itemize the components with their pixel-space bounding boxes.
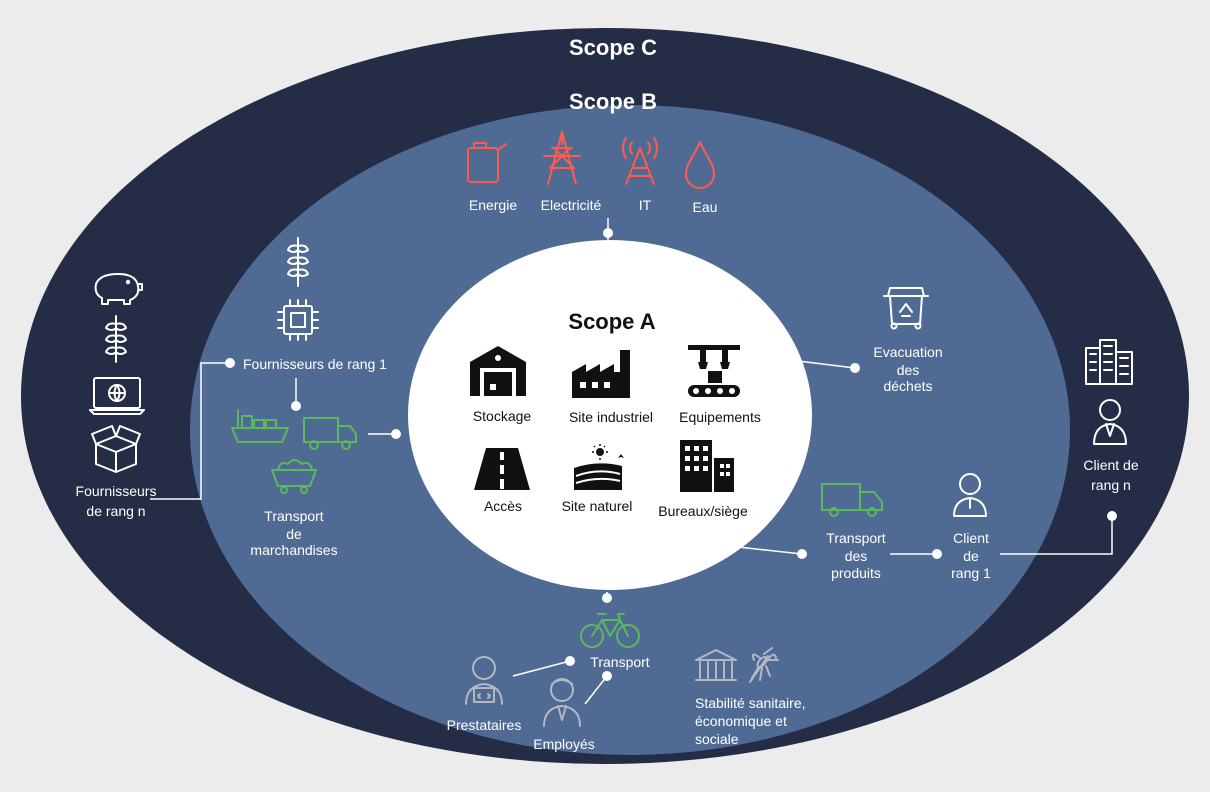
institution-building-icon <box>695 649 737 681</box>
client-rang-1-label-3: rang 1 <box>951 565 991 581</box>
recycling-bin-icon <box>883 287 929 330</box>
warehouse-icon <box>470 346 526 396</box>
prestataires-label: Prestataires <box>447 717 522 733</box>
antenna-tower-icon <box>622 137 658 185</box>
microchip-icon <box>277 299 319 341</box>
wheat-icon-2 <box>287 237 309 287</box>
site-naturel-label: Site naturel <box>562 498 633 514</box>
city-buildings-icon <box>1085 339 1133 385</box>
factory-icon <box>572 350 630 398</box>
stabilite-label-1: Stabilité sanitaire, <box>695 695 806 711</box>
contractor-laptop-icon <box>465 656 503 705</box>
mosquito-icon <box>749 647 779 683</box>
cargo-ship-icon <box>231 409 289 443</box>
electricite-label: Electricité <box>541 197 602 213</box>
dump-truck-icon <box>303 417 357 450</box>
scope-c-title: Scope C <box>569 35 657 60</box>
evacuation-dechets-label-1: Evacuation <box>873 344 942 360</box>
bureaux-label: Bureaux/siège <box>658 503 748 519</box>
client-person-icon <box>953 473 987 517</box>
client-rang-n-label-2: rang n <box>1091 477 1131 493</box>
transport-produits-label-2: des <box>845 548 868 564</box>
evacuation-dechets-label-3: déchets <box>883 378 932 394</box>
it-label: IT <box>639 197 652 213</box>
acces-label: Accès <box>484 498 522 514</box>
delivery-truck-icon <box>821 483 883 517</box>
equipements-label: Equipements <box>679 409 761 425</box>
robot-arm-conveyor-icon <box>688 345 740 397</box>
mine-cart-icon <box>271 459 317 494</box>
scope-b-title: Scope B <box>569 89 657 114</box>
client-rang-1-label-1: Client <box>953 530 989 546</box>
employee-icon <box>543 678 581 727</box>
site-industriel-label: Site industriel <box>569 409 653 425</box>
client-rang-1-label-2: de <box>963 548 979 564</box>
open-box-icon <box>91 425 141 473</box>
energie-label: Energie <box>469 197 517 213</box>
power-pylon-icon <box>543 131 581 185</box>
fournisseurs-rang-n-label-1: Fournisseurs <box>76 483 157 499</box>
transport-label: Transport <box>590 654 650 670</box>
transport-marchandises-label-2: de <box>286 526 302 542</box>
office-buildings-icon <box>680 440 734 492</box>
field-landscape-icon <box>574 444 624 490</box>
scope-a-ellipse <box>408 240 812 590</box>
bicycle-icon <box>580 613 640 648</box>
laptop-globe-icon <box>89 377 145 415</box>
transport-produits-label-1: Transport <box>826 530 886 546</box>
stabilite-label-3: sociale <box>695 731 739 747</box>
fournisseurs-rang-n-label-2: de rang n <box>86 503 145 519</box>
water-drop-icon <box>685 141 715 189</box>
connectors <box>150 218 1117 705</box>
road-icon <box>474 448 530 490</box>
eau-label: Eau <box>693 199 718 215</box>
employes-label: Employés <box>533 736 594 752</box>
wheat-icon <box>105 315 127 363</box>
scope-a-title: Scope A <box>568 309 655 334</box>
fuel-can-icon <box>467 142 507 183</box>
pig-icon <box>94 273 143 305</box>
stockage-label: Stockage <box>473 408 532 424</box>
transport-marchandises-label-3: marchandises <box>250 542 337 558</box>
fournisseurs-rang-1-label: Fournisseurs de rang 1 <box>243 356 387 372</box>
stabilite-label-2: économique et <box>695 713 787 729</box>
transport-marchandises-label-1: Transport <box>264 508 324 524</box>
client-rang-n-label-1: Client de <box>1083 457 1138 473</box>
client-person-icon-2 <box>1093 399 1127 445</box>
transport-produits-label-3: produits <box>831 565 881 581</box>
evacuation-dechets-label-2: des <box>897 362 920 378</box>
